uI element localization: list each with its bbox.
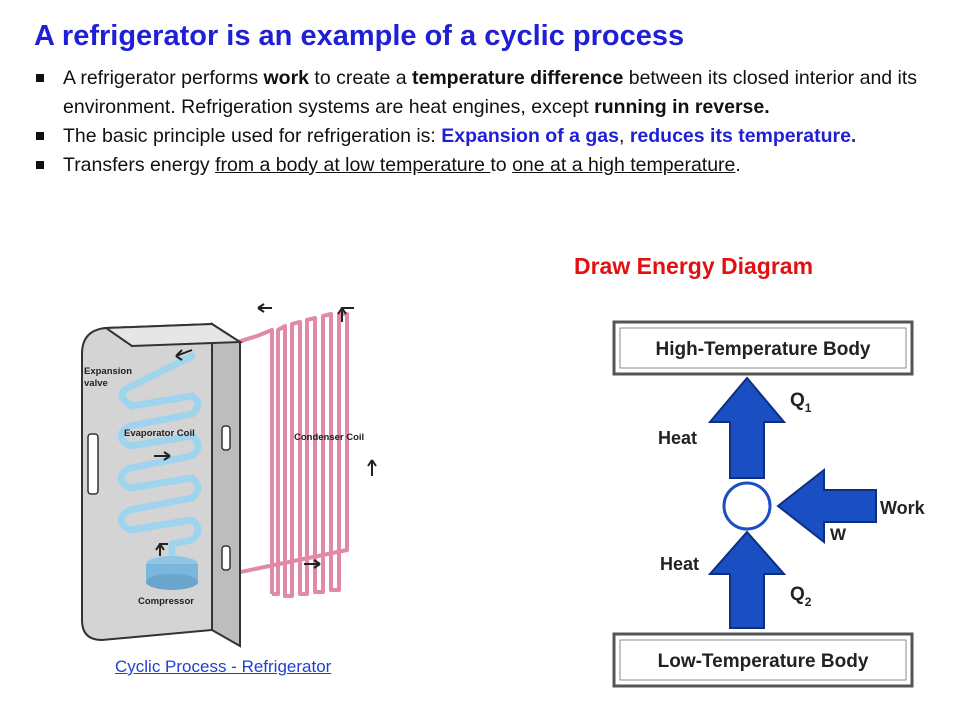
q1-label: Q1 xyxy=(790,390,812,415)
compressor-bottom xyxy=(146,574,198,590)
emphasis-expansion-of-gas: Expansion of a gas xyxy=(441,125,619,147)
bullet-square-icon xyxy=(36,161,44,169)
emphasis-temperature-difference: temperature difference xyxy=(411,67,624,89)
flow-arrow-icon xyxy=(367,459,377,476)
refrigerator-top xyxy=(102,322,244,348)
refrigerator-illustration: Expansion valve Evaporator Coil Condense… xyxy=(72,294,402,654)
low-temperature-box-inner xyxy=(619,639,907,681)
refrigerator-handle xyxy=(87,433,99,495)
refrigerator-cycle-circle xyxy=(722,481,772,531)
w-label: W xyxy=(830,525,847,544)
flow-arrow-icon xyxy=(154,451,171,461)
emphasis-reduces-temperature: reduces its temperature. xyxy=(629,125,857,147)
door-hinge-top xyxy=(221,425,231,451)
energy-diagram: High-Temperature Body Low-Temperature Bo… xyxy=(610,318,950,690)
door-hinge-bottom xyxy=(221,545,231,571)
evaporator-coil xyxy=(117,352,202,566)
high-temperature-box-inner xyxy=(619,327,907,369)
flow-arrow-icon xyxy=(257,303,272,313)
high-temperature-body-label: High-Temperature Body xyxy=(655,339,870,360)
emphasis-work: work xyxy=(263,67,309,89)
expansion-valve-label: Expansion xyxy=(84,366,132,377)
emphasis-running-in-reverse: running in reverse. xyxy=(594,96,770,118)
evaporator-coil-label: Evaporator Coil xyxy=(124,428,195,439)
q2-label: Q2 xyxy=(790,584,812,609)
underline-high-temperature: one at a high temperature xyxy=(512,154,736,176)
energy-diagram-heading: Draw Energy Diagram xyxy=(574,253,814,279)
compressor-label: Compressor xyxy=(138,596,194,607)
bullet-square-icon xyxy=(36,132,44,140)
flow-arrow-icon xyxy=(155,543,168,556)
condenser-coil-label: Condenser Coil xyxy=(294,432,364,443)
bullet-2: The basic principle used for refrigerati… xyxy=(34,122,944,151)
heat-bottom-label: Heat xyxy=(660,554,699,574)
bullet-square-icon xyxy=(36,74,44,82)
refrigerator-svg: Expansion valve Evaporator Coil Condense… xyxy=(81,303,377,648)
bullet-3: Transfers energy from a body at low temp… xyxy=(34,151,944,180)
work-label: Work xyxy=(880,498,926,518)
heat-q2-arrow xyxy=(707,530,787,629)
bullet-1: A refrigerator performs work to create a… xyxy=(34,64,944,122)
energy-diagram-svg: High-Temperature Body Low-Temperature Bo… xyxy=(612,320,926,688)
flow-arrow-icon xyxy=(304,559,321,569)
bullet-list: A refrigerator performs work to create a… xyxy=(34,64,944,180)
flow-arrow-icon xyxy=(175,349,193,361)
refrigerator-side xyxy=(211,322,241,648)
heat-q1-arrow xyxy=(707,376,787,479)
slide-title: A refrigerator is an example of a cyclic… xyxy=(34,20,685,52)
heat-top-label: Heat xyxy=(658,428,697,448)
low-temperature-body-label: Low-Temperature Body xyxy=(658,651,869,672)
expansion-valve-label: valve xyxy=(84,378,108,389)
cyclic-process-link[interactable]: Cyclic Process - Refrigerator xyxy=(115,657,332,676)
work-arrow xyxy=(776,467,877,545)
underline-low-temperature: from a body at low temperature xyxy=(215,154,491,176)
flow-arrow-icon xyxy=(337,307,354,322)
